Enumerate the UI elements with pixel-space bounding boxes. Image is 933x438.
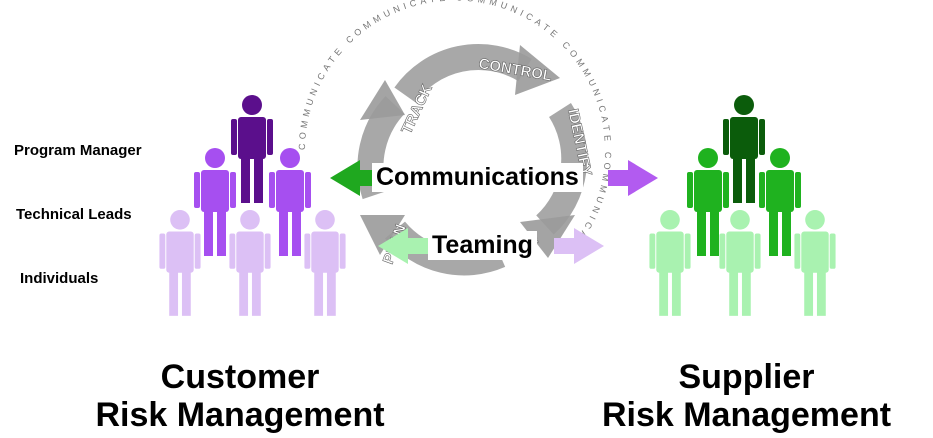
supplier-individual-icon (649, 210, 691, 316)
supplier-title-line1: Supplier (678, 358, 815, 396)
team-arrow-left (378, 228, 428, 264)
customer-individual-icon (159, 210, 201, 316)
supplier-tech-lead-icon (687, 148, 729, 256)
supplier-tech-lead-icon (759, 148, 801, 256)
teaming-label: Teaming (428, 231, 537, 260)
team-arrow-right (554, 228, 604, 264)
customer-tech-lead-icon (194, 148, 236, 256)
role-label-program-manager: Program Manager (14, 142, 142, 159)
role-label-technical-leads: Technical Leads (16, 206, 132, 223)
supplier-individual-icon (719, 210, 761, 316)
supplier-individual-icon (794, 210, 836, 316)
communications-label: Communications (372, 163, 583, 192)
customer-individual-icon (229, 210, 271, 316)
customer-title-line2: Risk Management (95, 396, 385, 434)
supplier-program-manager-icon (723, 95, 765, 203)
customer-program-manager-icon (231, 95, 273, 203)
customer-title-line1: Customer (160, 358, 320, 396)
comm-arrow-left (330, 160, 380, 196)
supplier-title-line2: Risk Management (601, 396, 892, 434)
customer-individual-icon (304, 210, 346, 316)
customer-title: Customer Risk Management (40, 358, 440, 434)
customer-tech-lead-icon (269, 148, 311, 256)
supplier-title: Supplier Risk Management (560, 358, 933, 434)
role-label-individuals: Individuals (20, 270, 99, 287)
comm-arrow-right (608, 160, 658, 196)
